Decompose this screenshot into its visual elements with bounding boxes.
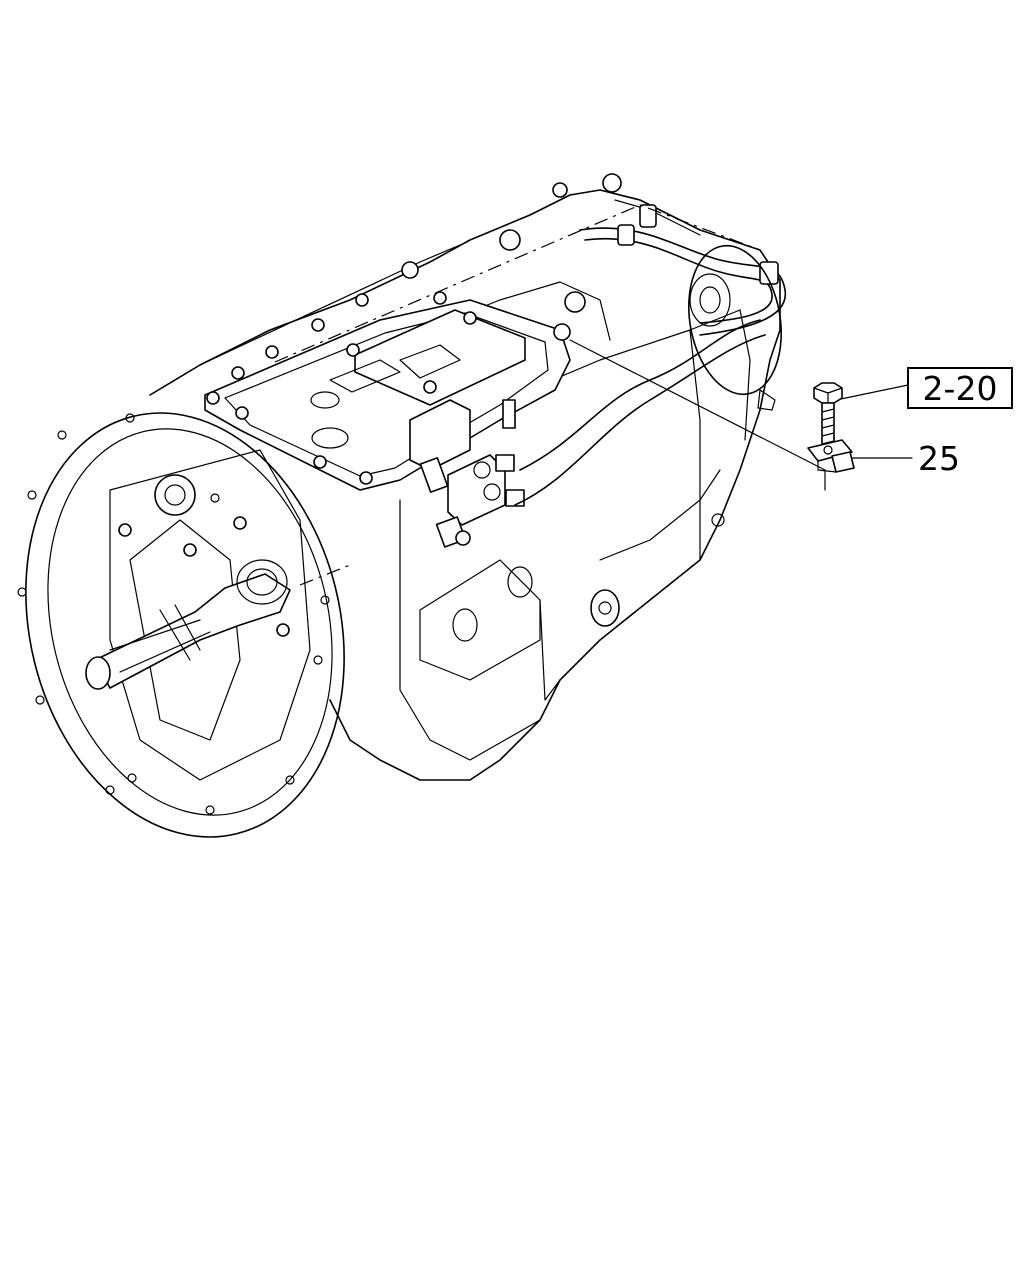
input-shaft [85,559,291,690]
callout-bracket[interactable]: 25 [918,439,960,478]
callout-box [907,367,1013,409]
rear-housing [688,244,782,527]
cover-bolts [206,229,586,485]
callout-bolt[interactable]: 2-20 [907,367,1013,409]
bell-housing [17,412,345,838]
transmission-assembly [17,173,786,838]
callout-label-25: 25 [918,439,960,478]
valve-block [409,399,525,548]
leader-lines [569,339,913,491]
callout-label-2-20: 2-20 [923,369,998,408]
air-lines [514,173,786,506]
mounting-bracket [807,439,855,473]
